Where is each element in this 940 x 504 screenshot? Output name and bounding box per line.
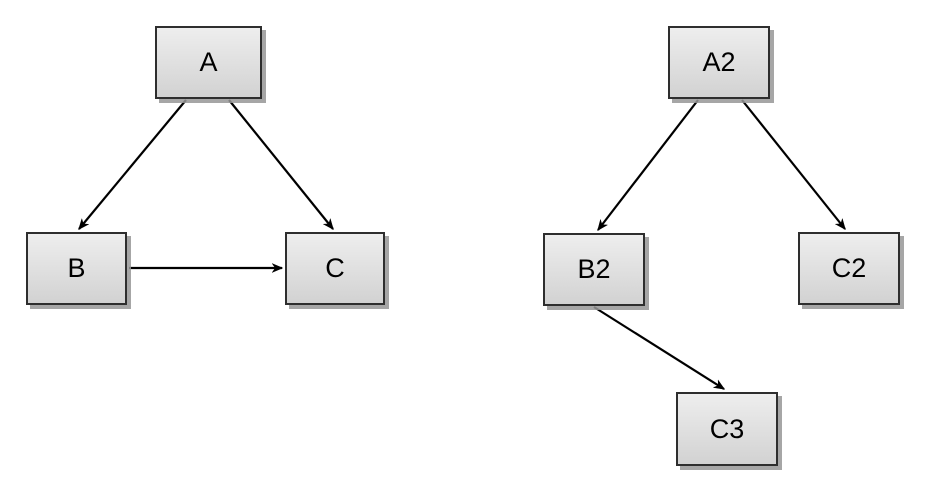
edges-group <box>78 99 846 390</box>
node-label-b: B <box>67 253 86 283</box>
node-a2[interactable]: A2 <box>668 26 770 99</box>
edge-b2-to-c3[interactable] <box>593 306 724 390</box>
edge-a-to-c[interactable] <box>228 99 334 229</box>
edge-a2-to-c2[interactable] <box>741 99 846 229</box>
node-c[interactable]: C <box>285 232 385 305</box>
node-label-a: A <box>199 47 218 77</box>
node-b[interactable]: B <box>26 232 127 305</box>
node-c2[interactable]: C2 <box>798 232 900 305</box>
node-a[interactable]: A <box>155 26 262 99</box>
edge-a-to-b[interactable] <box>78 99 187 229</box>
node-label-b2: B2 <box>577 254 611 284</box>
node-label-c: C <box>325 253 345 283</box>
node-b2[interactable]: B2 <box>543 233 645 306</box>
node-c3[interactable]: C3 <box>676 392 778 466</box>
node-label-a2: A2 <box>702 47 736 77</box>
node-label-c2: C2 <box>831 253 867 283</box>
edge-a2-to-b2[interactable] <box>597 99 699 230</box>
node-label-c3: C3 <box>709 413 745 444</box>
